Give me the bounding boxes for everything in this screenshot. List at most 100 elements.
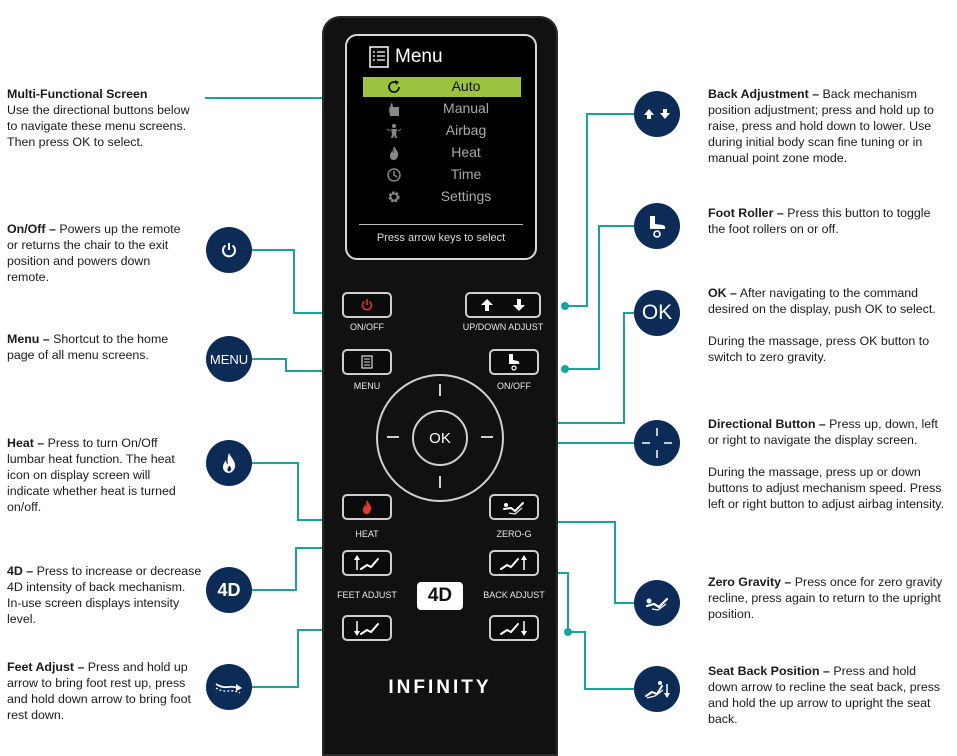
bubble-power-icon	[206, 227, 252, 273]
menu-item-auto[interactable]: Auto	[363, 77, 521, 97]
menu-button-label: MENU	[353, 381, 381, 391]
callout-seat: Seat Back Position – Press and hold down…	[708, 663, 948, 727]
feet-up-button[interactable]	[342, 550, 392, 576]
menu-button[interactable]	[342, 349, 392, 375]
ok-button[interactable]: OK	[412, 410, 468, 466]
seat-back-icon	[645, 681, 670, 699]
callout-heat-title: Heat –	[7, 436, 45, 450]
heat-button-label: HEAT	[355, 529, 379, 539]
power-button[interactable]	[342, 292, 392, 318]
menu-item-label: Time	[450, 166, 482, 182]
display-screen: Menu Auto Manual Airbag Heat Time Settin…	[345, 34, 537, 260]
brand-logo: INFINITY	[388, 677, 492, 698]
up-down-arrows-icon	[644, 109, 670, 119]
menu-item-airbag[interactable]: Airbag	[363, 121, 521, 141]
bubble-dpad-icon	[634, 420, 680, 466]
refresh-icon	[385, 79, 403, 95]
callout-heat-text: Press to turn On/Off lumbar heat functio…	[7, 436, 176, 514]
flame-icon	[223, 453, 236, 473]
bubble-zerog-icon	[634, 580, 680, 626]
callout-feet-text: Press and hold up arrow to bring foot re…	[7, 660, 191, 722]
bubble-fourd: 4D	[206, 567, 252, 613]
callout-back: Back Adjustment – Back mechanism positio…	[708, 86, 948, 166]
callout-zerog: Zero Gravity – Press once for zero gravi…	[708, 574, 948, 622]
screen-divider	[359, 224, 523, 225]
dpad-down[interactable]	[439, 476, 441, 488]
callout-feet: Feet Adjust – Press and hold up arrow to…	[7, 659, 197, 723]
feet-adjust-label: FEET ADJUST	[337, 590, 397, 600]
power-icon	[222, 243, 236, 258]
callout-ok-title: OK –	[708, 286, 737, 300]
dpad-up[interactable]	[439, 384, 441, 396]
feet-down-button[interactable]	[342, 615, 392, 641]
callout-menu-text: Shortcut to the home page of all menu sc…	[7, 332, 169, 362]
up-down-adjust-label: UP/DOWN ADJUST	[462, 322, 544, 332]
back-up-button[interactable]	[489, 550, 539, 576]
bubble-menu: MENU	[206, 336, 252, 382]
heat-button[interactable]	[342, 494, 392, 520]
bubble-feet-icon	[206, 664, 252, 710]
callout-ok-text2: During the massage, press OK button to s…	[708, 334, 930, 364]
menu-list-icon	[369, 46, 389, 68]
callout-heat: Heat – Press to turn On/Off lumbar heat …	[7, 435, 192, 515]
dpad-right[interactable]	[481, 436, 493, 438]
foot-roller-icon	[650, 216, 666, 238]
back-down-button[interactable]	[489, 615, 539, 641]
callout-back-text: Back mechanism position adjustment; pres…	[708, 87, 934, 165]
callout-zerog-text: Press once for zero gravity recline, pre…	[708, 575, 943, 621]
menu-item-manual[interactable]: Manual	[363, 99, 521, 119]
fourd-button[interactable]: 4D	[417, 582, 463, 610]
zero-gravity-icon	[645, 597, 669, 611]
foot-roller-label: ON/OFF	[497, 381, 531, 391]
menu-list-icon	[361, 355, 373, 369]
callout-onoff: On/Off – Powers up the remote or returns…	[7, 221, 192, 285]
foot-roller-icon	[509, 354, 520, 371]
callout-menu: Menu – Shortcut to the home page of all …	[7, 331, 192, 363]
power-button-label: ON/OFF	[350, 322, 384, 332]
callout-seat-title: Seat Back Position –	[708, 664, 830, 678]
up-down-adjust-button[interactable]	[465, 292, 541, 318]
feet-up-icon	[354, 555, 379, 570]
menu-item-label: Settings	[440, 188, 492, 204]
callout-fourd-title: 4D –	[7, 564, 34, 578]
back-down-icon	[500, 621, 527, 636]
callout-back-title: Back Adjustment –	[708, 87, 820, 101]
up-down-arrows-icon	[481, 299, 525, 311]
bubble-seat-icon	[634, 666, 680, 712]
callout-feet-title: Feet Adjust –	[7, 660, 85, 674]
zero-g-button[interactable]	[489, 494, 539, 520]
back-adjust-label: BACK ADJUST	[483, 590, 545, 600]
callout-zerog-title: Zero Gravity –	[708, 575, 792, 589]
screen-title: Menu	[395, 46, 443, 67]
bubble-menu-text: MENU	[209, 351, 249, 367]
callout-dir: Directional Button – Press up, down, lef…	[708, 416, 948, 512]
bubble-fourd-text: 4D	[217, 579, 241, 600]
menu-item-label: Manual	[443, 100, 489, 116]
menu-item-label: Auto	[451, 78, 481, 94]
callout-roller-text: Press this button to toggle the foot rol…	[708, 206, 931, 236]
menu-item-label: Heat	[451, 144, 481, 160]
callout-seat-text: Press and hold down arrow to recline the…	[708, 664, 941, 726]
flame-icon	[385, 145, 403, 161]
foot-rest-icon	[215, 683, 242, 694]
menu-item-heat[interactable]: Heat	[363, 143, 521, 163]
zero-g-label: ZERO-G	[496, 529, 532, 539]
hand-icon	[385, 101, 403, 117]
callout-roller-title: Foot Roller –	[708, 206, 784, 220]
foot-roller-button[interactable]	[489, 349, 539, 375]
directional-pad-icon	[642, 428, 672, 458]
menu-item-label: Airbag	[445, 122, 487, 138]
power-icon	[361, 299, 373, 311]
callout-ok: OK – After navigating to the command des…	[708, 285, 953, 365]
back-up-icon	[500, 555, 527, 570]
menu-item-settings[interactable]: Settings	[363, 187, 521, 207]
callout-screen-text: Use the directional buttons below to nav…	[7, 103, 190, 149]
callout-fourd: 4D – Press to increase or decrease 4D in…	[7, 563, 202, 627]
clock-icon	[385, 167, 403, 183]
callout-roller: Foot Roller – Press this button to toggl…	[708, 205, 948, 237]
callout-dir-text: Press up, down, left or right to navigat…	[708, 417, 938, 447]
callout-onoff-title: On/Off –	[7, 222, 56, 236]
directional-pad[interactable]	[376, 374, 504, 502]
dpad-left[interactable]	[387, 436, 399, 438]
menu-item-time[interactable]: Time	[363, 165, 521, 185]
